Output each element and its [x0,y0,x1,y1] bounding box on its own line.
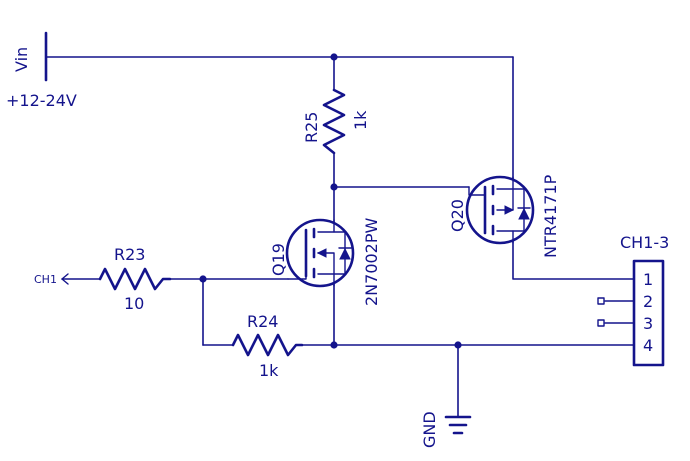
junction-dot [330,341,338,349]
connector-pin-4: 4 [643,336,653,355]
connector-pin-3: 3 [643,314,653,333]
q20-part-label: NTR4171P [541,174,560,258]
q20-mosfet [465,175,535,245]
vin-range-label: +12-24V [6,91,77,110]
connector-ch1-3 [597,259,665,367]
r25-ref-label: R25 [302,112,321,143]
q20-ref-label: Q20 [448,199,467,232]
r25-value-label: 1k [351,110,370,130]
ch1-input-port [61,273,69,285]
ground-symbol [444,415,472,435]
r23-resistor [98,267,172,291]
connector-pin-1: 1 [643,270,653,289]
r24-resistor [231,333,304,357]
gnd-net-label: GND [420,411,439,448]
r23-ref-label: R23 [114,245,145,264]
r23-value-label: 10 [124,294,144,313]
vin-net-label: Vin [12,47,31,72]
connector-ref-label: CH1-3 [620,233,669,252]
junction-dot [199,275,207,283]
q19-ref-label: Q19 [269,243,288,276]
r24-value-label: 1k [259,361,279,380]
junction-dot [330,183,338,191]
wires [45,56,635,418]
connector-pin-2: 2 [643,292,653,311]
ch1-net-label: CH1 [34,273,57,286]
q19-part-label: 2N7002PW [362,217,381,306]
junction-dot [330,53,338,61]
junction-dot [454,341,462,349]
r25-resistor [322,88,346,155]
q19-mosfet [285,218,355,288]
r24-ref-label: R24 [247,312,278,331]
junction-dots [199,53,462,349]
